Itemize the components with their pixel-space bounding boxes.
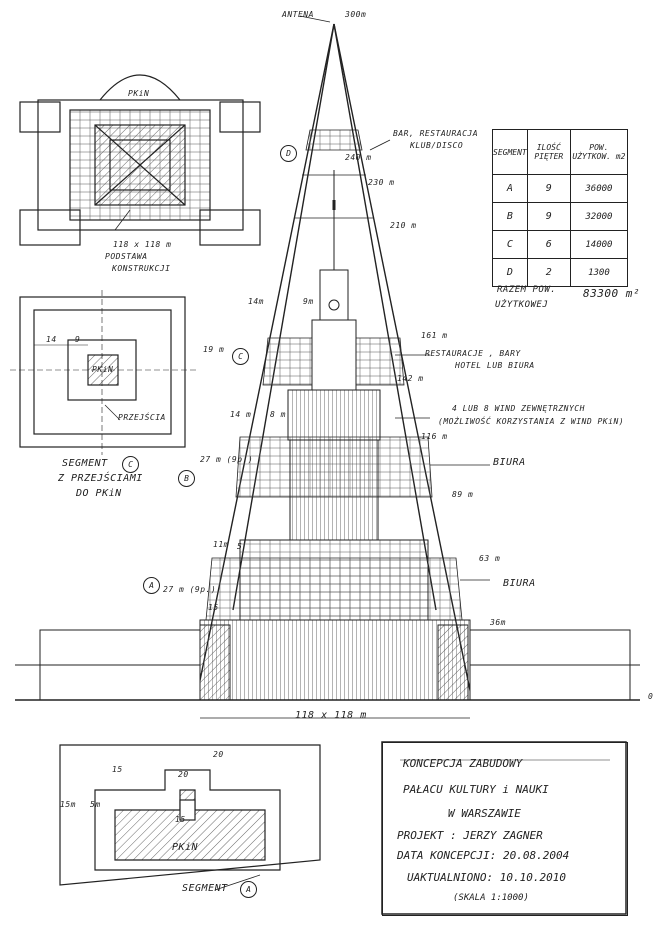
label-antenna: ANTENA bbox=[282, 10, 314, 19]
segment-c-caption-1: SEGMENT bbox=[62, 458, 108, 469]
label-height-240: 240 m bbox=[345, 153, 372, 162]
title-line-7: (SKALA 1:1000) bbox=[453, 893, 529, 903]
label-height-36: 36m bbox=[490, 618, 506, 627]
label-height-161: 161 m bbox=[421, 331, 448, 340]
label-biura-1: BIURA bbox=[493, 457, 526, 468]
label-height-116: 116 m bbox=[421, 432, 448, 441]
label-zero: 0 bbox=[648, 692, 654, 701]
table-row: A 9 36000 bbox=[492, 174, 629, 203]
table-cell-floors: 6 bbox=[526, 230, 571, 259]
segment-a-caption: SEGMENT bbox=[182, 883, 228, 894]
label-height-27-a: 27 m (9p.) bbox=[163, 585, 217, 594]
segment-a-marker: A bbox=[143, 577, 160, 594]
table-header-segment: SEGMENT bbox=[492, 129, 528, 175]
plan-c-przejscia: PRZEJŚCIA bbox=[118, 413, 166, 422]
label-base-size: 118 x 118 m bbox=[113, 240, 172, 249]
table-cell-floors: 2 bbox=[526, 258, 571, 287]
plan-a-dim-15b: 15 bbox=[175, 815, 186, 824]
palace-elevation bbox=[15, 170, 640, 701]
table-cell-segment: C bbox=[492, 230, 528, 259]
table-cell-floors: 9 bbox=[526, 174, 571, 203]
plan-a-dim-20: 20 bbox=[213, 750, 224, 759]
table-cell-area: 36000 bbox=[569, 174, 629, 203]
plan-base-construction bbox=[19, 74, 261, 246]
label-width-14m: 14m bbox=[248, 297, 264, 306]
title-line-4: PROJEKT : JERZY ZAGNER bbox=[397, 829, 543, 842]
title-line-5: DATA KONCEPCJI: 20.08.2004 bbox=[397, 849, 570, 862]
segment-c-marker: C bbox=[232, 348, 249, 365]
label-konstrukcji: KONSTRUKCJI bbox=[112, 264, 171, 273]
label-base-118: 118 x 118 m bbox=[295, 710, 367, 721]
label-height-89: 89 m bbox=[452, 490, 474, 499]
table-cell-area: 14000 bbox=[569, 230, 629, 259]
label-pkin-top: PKiN bbox=[128, 89, 150, 98]
label-biura-2: BIURA bbox=[503, 578, 536, 589]
segment-d-marker: D bbox=[280, 145, 297, 162]
segment-a-caption-marker: A bbox=[240, 881, 257, 898]
plan-c-dim-14: 14 bbox=[46, 335, 57, 344]
plan-c-dim-9: 9 bbox=[75, 335, 81, 344]
label-podstawa: PODSTAWA bbox=[105, 252, 148, 261]
title-line-2: PAŁACU KULTURY i NAUKI bbox=[403, 783, 549, 796]
label-width-14b: 14 m bbox=[230, 410, 252, 419]
title-line-1: KONCEPCJA ZABUDOWY bbox=[403, 757, 523, 770]
total-label-1: RAZEM POW. bbox=[497, 285, 557, 295]
title-line-3: W WARSZAWIE bbox=[448, 807, 521, 820]
table-row: D 2 1300 bbox=[492, 258, 629, 287]
table-cell-segment: B bbox=[492, 202, 528, 231]
total-value: 83300 m² bbox=[583, 287, 640, 300]
label-width-5: 5 bbox=[237, 542, 243, 551]
plan-segment-a bbox=[59, 744, 321, 891]
table-row: B 9 32000 bbox=[492, 202, 629, 231]
label-width-15: 15 bbox=[208, 603, 219, 612]
title-block: KONCEPCJA ZABUDOWY PAŁACU KULTURY i NAUK… bbox=[382, 742, 628, 916]
table-cell-area: 1300 bbox=[569, 258, 629, 287]
plan-c-pkin: PKiN bbox=[92, 365, 114, 374]
label-height-142: 142 m bbox=[397, 374, 424, 383]
table-cell-segment: A bbox=[492, 174, 528, 203]
plan-a-dim-15m: 15m bbox=[60, 800, 76, 809]
label-height-230: 230 m bbox=[368, 178, 395, 187]
title-line-6: UAKTUALNIONO: 10.10.2010 bbox=[407, 871, 566, 884]
plan-a-pkin: PKiN bbox=[172, 842, 199, 853]
plan-segment-c bbox=[10, 290, 196, 455]
label-mozliwosc: (MOŻLIWOŚĆ KORZYSTANIA Z WIND PKiN) bbox=[438, 417, 625, 426]
label-height-19: 19 m bbox=[203, 345, 225, 354]
label-width-11: 11m bbox=[213, 540, 229, 549]
segment-c-caption-2: Z PRZEJŚCIAMI bbox=[58, 473, 143, 484]
table-row: C 6 14000 bbox=[492, 230, 629, 259]
segment-c-caption-marker: C bbox=[122, 456, 139, 473]
plan-a-dim-15a: 15 bbox=[112, 765, 123, 774]
table-cell-area: 32000 bbox=[569, 202, 629, 231]
label-height-27-b: 27 m (9p.) bbox=[200, 455, 254, 464]
label-height-300: 300m bbox=[345, 10, 367, 19]
label-height-210: 210 m bbox=[390, 221, 417, 230]
table-header-floors: ILOŚĆ PIĘTER bbox=[526, 129, 571, 175]
table-header-area: POW. UŻYTKOW. m2 bbox=[569, 129, 629, 175]
label-restauracje: RESTAURACJE , BARY bbox=[425, 349, 521, 358]
leader-lines bbox=[200, 15, 490, 719]
label-bar: BAR, RESTAURACJA bbox=[393, 129, 479, 138]
plan-a-dim-20b: 20 bbox=[178, 770, 189, 779]
label-width-9m: 9m bbox=[303, 297, 314, 306]
label-klub: KLUB/DISCO bbox=[410, 141, 464, 150]
segment-b-marker: B bbox=[178, 470, 195, 487]
plan-a-dim-5m: 5m bbox=[90, 800, 101, 809]
segment-c-caption-3: DO PKiN bbox=[76, 488, 122, 499]
usage-area-table: SEGMENT ILOŚĆ PIĘTER POW. UŻYTKOW. m2 A … bbox=[492, 129, 629, 287]
table-cell-floors: 9 bbox=[526, 202, 571, 231]
total-label-2: UŻYTKOWEJ bbox=[495, 300, 549, 310]
label-windy: 4 LUB 8 WIND ZEWNĘTRZNYCH bbox=[452, 404, 585, 413]
table-header-row: SEGMENT ILOŚĆ PIĘTER POW. UŻYTKOW. m2 bbox=[492, 129, 629, 175]
label-width-8: 8 m bbox=[270, 410, 286, 419]
table-cell-segment: D bbox=[492, 258, 528, 287]
label-height-63: 63 m bbox=[479, 554, 501, 563]
label-hotel: HOTEL LUB BIURA bbox=[455, 361, 535, 370]
